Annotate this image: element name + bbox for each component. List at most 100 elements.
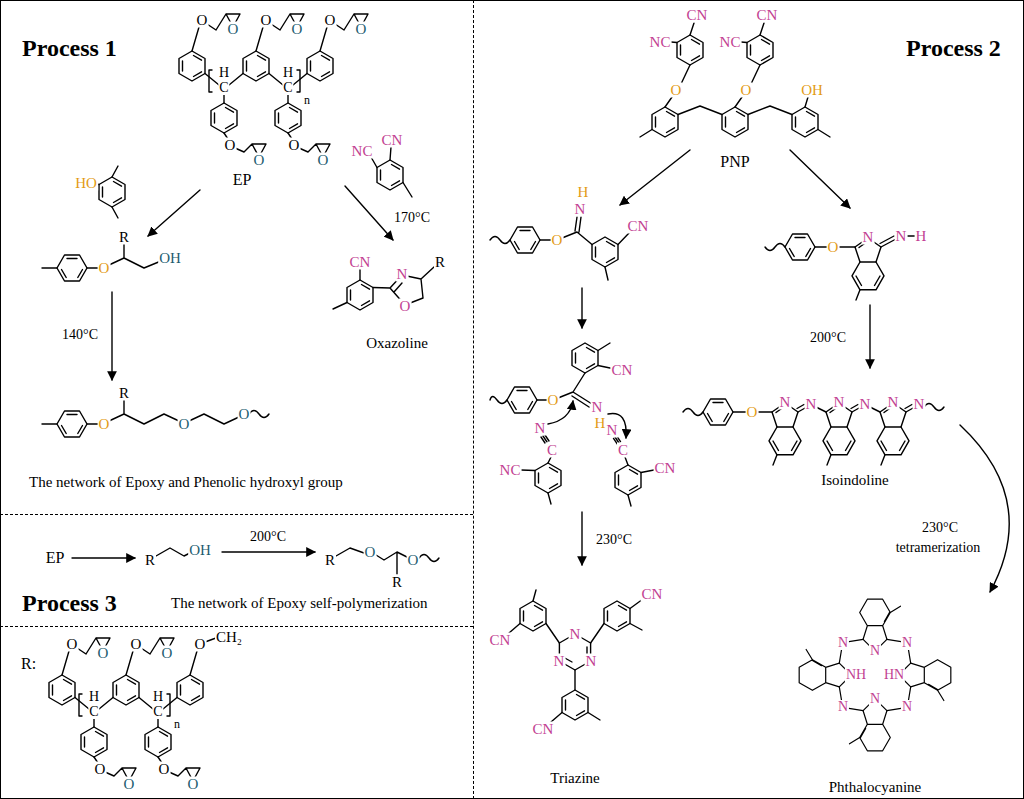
atom-label: NC <box>649 35 672 50</box>
atom-label: HO <box>74 176 98 191</box>
atom-label: N <box>895 229 908 244</box>
atom-label: N <box>779 395 792 410</box>
reaction-condition: 230°C <box>921 521 959 535</box>
compound-name: Phthalocyanine <box>828 780 922 795</box>
reaction-condition: 230°C <box>595 533 633 547</box>
atom-label: C <box>617 443 629 458</box>
atom-label: CN <box>489 633 512 648</box>
structure-caption: The network of Epoxy self-polymerization <box>170 596 429 611</box>
atom-label: N <box>534 421 547 436</box>
atom-label: H <box>915 229 928 244</box>
atom-label: O <box>94 762 107 777</box>
atom-label: R <box>391 575 403 590</box>
compound-name: Triazine <box>549 771 600 786</box>
substituent-key: R: <box>20 656 37 672</box>
process-panel: Process 1 <box>0 0 473 515</box>
atom-label: H <box>577 185 590 200</box>
atom-label: O <box>98 417 111 432</box>
atom-label: O <box>547 393 560 408</box>
atom-label: O <box>827 240 840 255</box>
atom-label: O <box>66 637 79 652</box>
atom-label: R <box>324 553 336 568</box>
atom-label: R <box>144 553 156 568</box>
reaction-condition: 170°C <box>393 211 431 225</box>
atom-label: OH <box>158 251 182 266</box>
atom-label: O <box>355 22 368 37</box>
atom-label: N <box>837 700 849 714</box>
atom-label: C <box>88 705 99 719</box>
atom-label: O <box>161 646 174 661</box>
atom-label: CN <box>641 587 664 602</box>
atom-label: OH <box>188 543 212 558</box>
compound-name: EP <box>45 550 66 566</box>
compound-name: Oxazoline <box>365 336 429 351</box>
atom-label: CN <box>349 255 372 270</box>
atom-label: CN <box>654 461 677 476</box>
atom-label: O <box>227 22 240 37</box>
atom-label: HN <box>883 668 905 682</box>
atom-label: O <box>98 261 111 276</box>
atom-label: H <box>282 66 294 80</box>
polymer-index: n <box>173 718 181 730</box>
atom-label: N <box>396 267 409 282</box>
atom-label: N <box>862 230 875 245</box>
atom-label: N <box>913 397 926 412</box>
atom-label: CN <box>756 8 779 23</box>
atom-label: O <box>253 153 266 168</box>
atom-label: CN <box>611 363 634 378</box>
structure-caption: The network of Epoxy and Phenolic hydrox… <box>28 475 344 490</box>
atom-label: N <box>901 700 913 714</box>
atom-label: O <box>324 13 337 28</box>
atom-label: O <box>123 777 136 792</box>
atom-label: N <box>837 636 849 650</box>
atom-label: R <box>118 230 130 245</box>
atom-label: C <box>218 81 229 95</box>
atom-label: N <box>569 627 582 642</box>
atom-label: N <box>805 397 818 412</box>
atom-label: O <box>178 417 191 432</box>
atom-label: O <box>740 83 753 98</box>
atom-label: CN <box>627 219 650 234</box>
atom-label: NC <box>351 144 374 159</box>
atom-label: C <box>152 705 163 719</box>
panel-heading: Process 1 <box>22 36 117 60</box>
atom-label: N <box>585 654 598 669</box>
atom-label: N <box>574 202 587 217</box>
atom-label: O <box>317 153 330 168</box>
atom-label: N <box>859 397 872 412</box>
reaction-condition: 200°C <box>809 331 847 345</box>
atom-label: O <box>288 138 301 153</box>
atom-label: R <box>434 255 446 270</box>
atom-label: N <box>869 692 881 706</box>
atom-label: H <box>218 66 230 80</box>
atom-label: O <box>187 777 200 792</box>
atom-label: CN <box>686 8 709 23</box>
atom-label: CN <box>532 722 555 737</box>
atom-label: O <box>97 646 110 661</box>
atom-label: O <box>551 233 564 248</box>
atom-label: C <box>546 443 558 458</box>
polymer-index: n <box>303 94 311 106</box>
atom-label: O <box>399 299 412 314</box>
atom-label: CH₂ <box>215 630 243 645</box>
atom-label: O <box>260 13 273 28</box>
atom-label: H <box>594 416 607 431</box>
atom-label: O <box>746 405 759 420</box>
atom-label: O <box>670 83 683 98</box>
atom-label: O <box>238 407 251 422</box>
atom-label: O <box>291 22 304 37</box>
compound-name: PNP <box>719 154 750 170</box>
reaction-condition: tetramerization <box>895 541 982 555</box>
atom-label: N <box>887 395 900 410</box>
atom-label: N <box>606 423 619 438</box>
atom-label: NH <box>845 668 867 682</box>
atom-label: N <box>553 654 566 669</box>
atom-label: NC <box>499 463 522 478</box>
atom-label: CN <box>381 133 404 148</box>
atom-label: O <box>130 637 143 652</box>
atom-label: N <box>869 644 881 658</box>
atom-label: C <box>282 81 293 95</box>
atom-label: O <box>194 637 207 652</box>
atom-label: N <box>591 400 604 415</box>
